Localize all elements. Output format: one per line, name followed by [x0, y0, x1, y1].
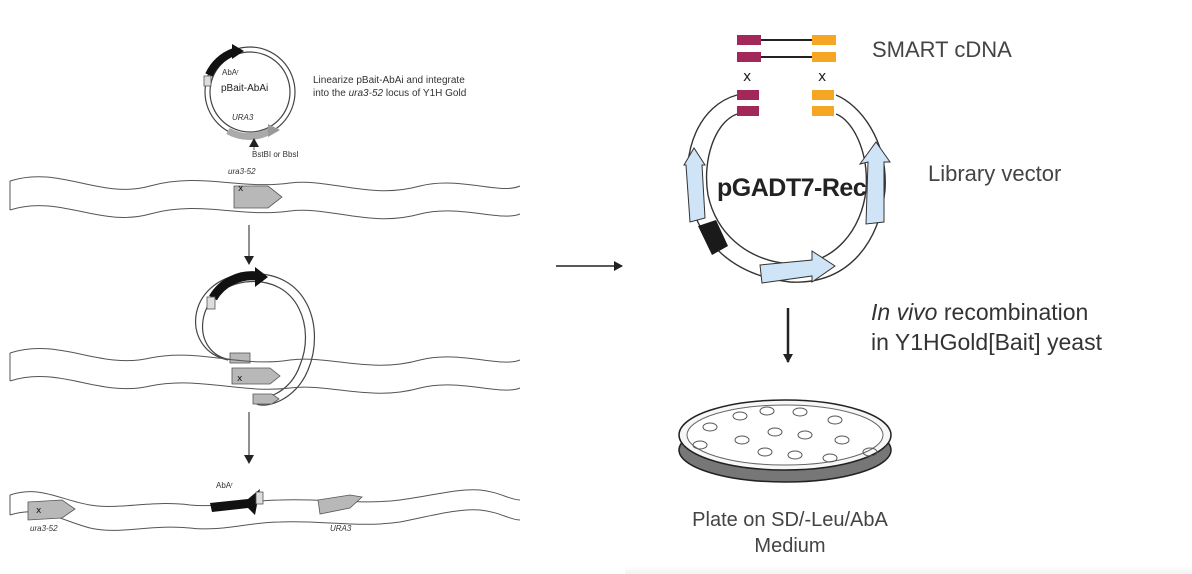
in-vivo-rest: recombination: [937, 299, 1089, 325]
in-vivo-line-1: In vivo recombination: [871, 297, 1102, 327]
x-mark-1: x: [238, 184, 244, 194]
vector-name-label: pGADT7-Rec: [717, 174, 867, 202]
abar-label: AbAʳ: [222, 68, 240, 77]
plate-line-2: Medium: [754, 535, 826, 557]
ura3-label: URA3: [232, 113, 254, 122]
x-mark-left: x: [743, 69, 751, 85]
x-mark-3: x: [36, 506, 42, 516]
pbait-abai-label: pBait-AbAi: [221, 83, 269, 94]
integration-loop: [195, 267, 315, 406]
linearize-line-2-pre: into the: [313, 88, 349, 99]
smart-cdna-label: SMART cDNA: [872, 37, 1012, 62]
final-ura3-52-label: ura3-52: [30, 524, 58, 533]
linearize-line-1: Linearize pBait-AbAi and integrate: [313, 75, 465, 86]
restriction-sites-label: BstBI or BbsI: [252, 150, 299, 159]
chromosome-strand-1: x: [9, 176, 521, 220]
bottom-edge-shadow: [625, 566, 1192, 574]
plate-line-1: Plate on SD/-Leu/AbA: [692, 509, 888, 531]
linearize-line-2-locus: ura3-52: [348, 88, 384, 99]
petri-dish-icon: [678, 399, 892, 483]
x-mark-right: x: [818, 69, 826, 85]
in-vivo-label: In vivo recombination in Y1HGold[Bait] y…: [871, 297, 1102, 357]
plate-label: Plate on SD/-Leu/AbA Medium: [660, 507, 920, 559]
linearize-line-2-post: locus of Y1H Gold: [383, 88, 467, 99]
library-vector-label: Library vector: [928, 161, 1062, 186]
final-ura3-label: URA3: [330, 524, 352, 533]
linearize-line-2: into the ura3-52 locus of Y1H Gold: [313, 87, 466, 100]
chromosome-strand-2: x: [9, 348, 521, 394]
smart-cdna-insert: x x: [737, 35, 836, 85]
in-vivo-line-2: in Y1HGold[Bait] yeast: [871, 329, 1102, 355]
linearize-text: Linearize pBait-AbAi and integrate into …: [313, 74, 466, 100]
in-vivo-italic: In vivo: [871, 299, 938, 325]
pbait-abai-plasmid: [203, 44, 296, 150]
locus-label-top: ura3-52: [228, 167, 256, 176]
final-abar-label: AbAʳ: [216, 481, 234, 490]
x-mark-2: x: [237, 374, 243, 384]
chromosome-strand-final: x: [9, 489, 521, 531]
pgadt7-rec-vector: [683, 90, 891, 284]
